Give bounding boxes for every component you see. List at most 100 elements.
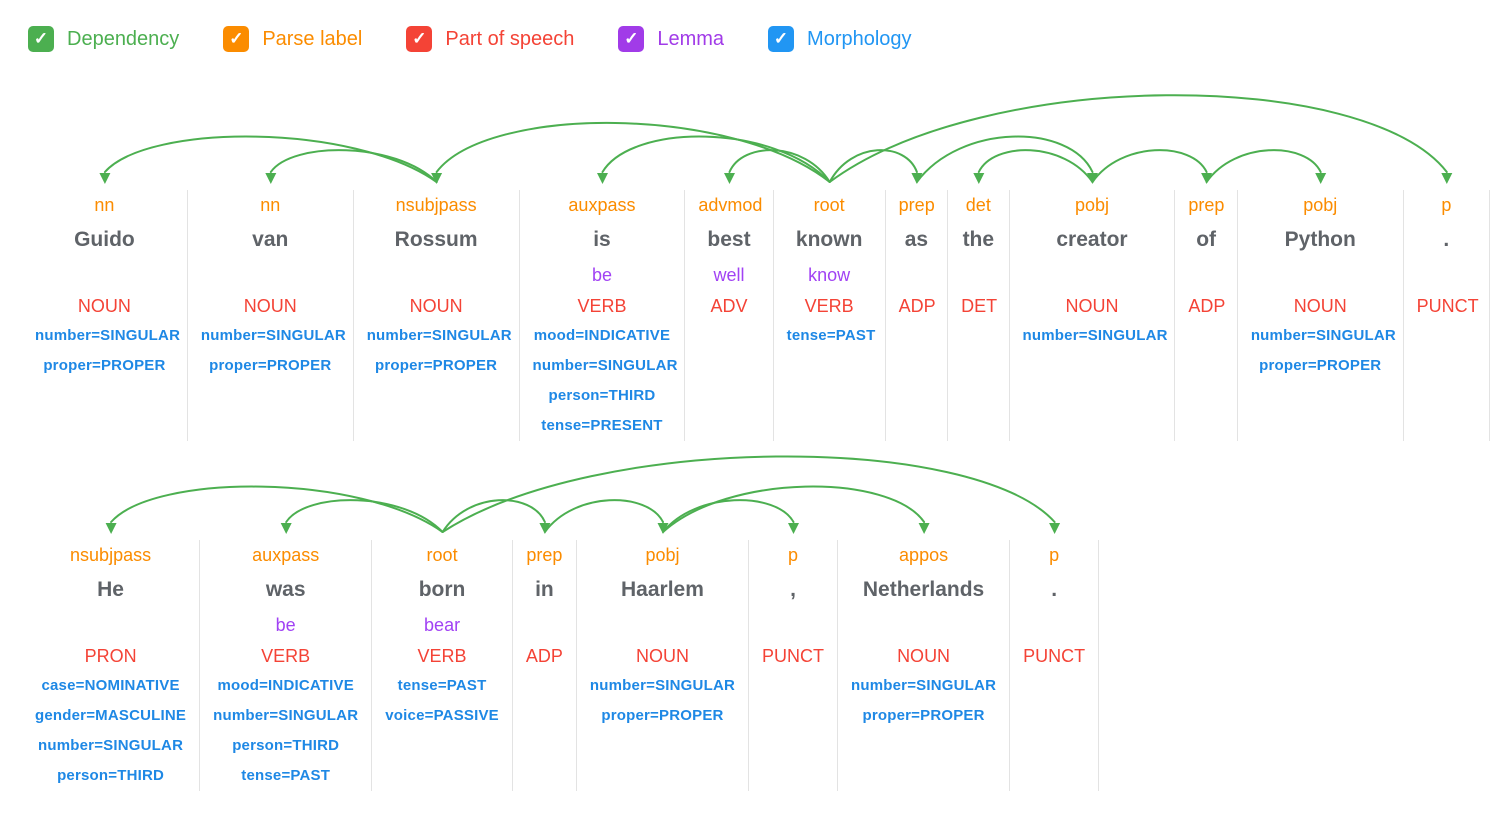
token-lemma [526,610,563,641]
morph-feature: proper=PROPER [375,357,498,374]
morph-feature: case=NOMINATIVE [41,677,180,694]
token-column[interactable]: p . PUNCT [1404,190,1490,441]
token-lemma: be [275,615,296,635]
parse-label: p [788,545,799,565]
toggle-label: Part of speech [445,27,575,50]
pos-tag: PUNCT [762,646,825,666]
parse-label: pobj [645,545,680,565]
toggle-dependency[interactable]: ✓ Dependency [28,26,179,52]
token-column[interactable]: pobj creator NOUN number=SINGULAR [1010,190,1176,441]
token-column[interactable]: prep of ADP [1175,190,1238,441]
pos-tag: PUNCT [1416,296,1479,316]
morph-feature: tense=PAST [786,327,876,344]
morph-feature: number=SINGULAR [1022,327,1168,344]
token-word: in [535,578,554,601]
token-lemma: well [713,265,745,285]
token-word: the [962,228,995,251]
token-lemma [851,610,996,641]
token-word: . [1051,578,1058,601]
check-icon: ✓ [28,26,54,52]
parse-label: pobj [1303,195,1338,215]
pos-tag: NOUN [77,296,131,316]
parse-label: prep [1188,195,1225,215]
token-lemma [1188,260,1223,291]
morph-feature: mood=INDICATIVE [533,327,671,344]
morph-feature: tense=PRESENT [541,417,663,434]
token-column[interactable]: prep as ADP [886,190,949,441]
token-column[interactable]: p . PUNCT [1010,540,1100,791]
token-word: was [265,578,306,601]
token-column[interactable]: root known know VERB tense=PAST [774,190,886,441]
morph-feature: proper=PROPER [601,707,724,724]
token-column[interactable]: det the DET [948,190,1010,441]
pos-tag: VERB [804,296,854,316]
token-column[interactable]: p , PUNCT [749,540,839,791]
token-lemma [899,260,934,291]
token-word: is [593,228,611,251]
token-word: van [252,228,289,251]
pos-tag: ADP [898,296,936,316]
token-lemma [1023,260,1162,291]
morphology-list [1417,321,1476,441]
morph-feature: person=THIRD [57,767,165,784]
toggle-morphology[interactable]: ✓ Morphology [768,26,912,52]
parse-label: root [813,195,845,215]
token-lemma [1023,610,1085,641]
parse-label: pobj [1074,195,1109,215]
morphology-list: number=SINGULAR [1022,321,1168,441]
parse-label: prep [898,195,935,215]
toggle-label: Dependency [67,27,180,50]
token-column[interactable]: prep in ADP [513,540,577,791]
morph-feature: number=SINGULAR [38,737,184,754]
morph-feature: number=SINGULAR [35,327,181,344]
parse-label: prep [526,545,563,565]
pos-tag: VERB [577,296,627,316]
morph-feature: proper=PROPER [862,707,985,724]
pos-tag: PRON [84,646,137,666]
morph-feature: voice=PASSIVE [385,707,499,724]
token-word: Netherlands [862,578,985,601]
pos-tag: NOUN [1065,296,1119,316]
toggle-parse-label[interactable]: ✓ Parse label [223,26,362,52]
parse-label: appos [899,545,949,565]
pos-tag: NOUN [635,646,689,666]
morphology-list [1023,671,1085,791]
toggle-part-of-speech[interactable]: ✓ Part of speech [406,26,574,52]
parse-label: nsubjpass [70,545,152,565]
display-toggles: ✓ Dependency ✓ Parse label ✓ Part of spe… [0,0,1490,52]
token-lemma [590,610,735,641]
token-lemma [1251,260,1390,291]
parse-label: auxpass [252,545,320,565]
pos-tag: NOUN [243,296,297,316]
morph-feature: proper=PROPER [209,357,332,374]
token-lemma [961,260,995,291]
morph-feature: number=SINGULAR [532,357,678,374]
token-word: of [1196,228,1217,251]
parse-label: det [965,195,991,215]
token-word: Haarlem [621,578,704,601]
pos-tag: PUNCT [1023,646,1086,666]
pos-tag: ADV [710,296,748,316]
token-word: known [795,228,863,251]
token-word: born [418,578,466,601]
morphology-list: tense=PAST [786,321,876,441]
toggle-lemma[interactable]: ✓ Lemma [618,26,724,52]
pos-tag: NOUN [409,296,463,316]
parse-label: root [426,545,458,565]
token-column[interactable]: advmod best well ADV [685,190,774,441]
parse-label: p [1049,545,1060,565]
check-icon: ✓ [406,26,433,52]
